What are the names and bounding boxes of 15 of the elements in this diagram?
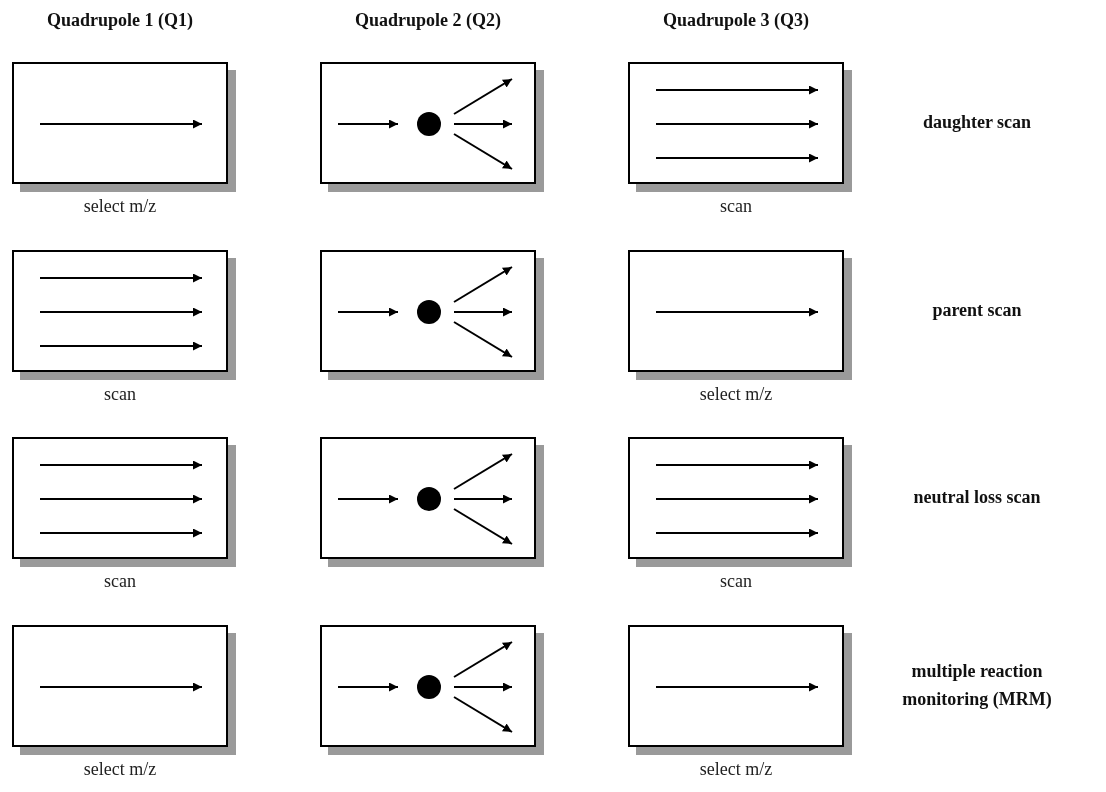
column-heading: Quadrupole 3 (Q3) (662, 10, 810, 31)
mode-caption: scan (103, 571, 137, 592)
scan-mode-label: parent scan (931, 299, 1023, 323)
column-heading: Quadrupole 1 (Q1) (46, 10, 194, 31)
column-heading: Quadrupole 2 (Q2) (354, 10, 502, 31)
mode-caption: select m/z (82, 196, 158, 217)
scan-mode-label: daughter scan (921, 111, 1033, 135)
mode-caption: scan (103, 384, 137, 405)
mode-caption: select m/z (82, 759, 158, 780)
scan-mode-label: neutral loss scan (912, 486, 1042, 510)
mode-caption: select m/z (698, 384, 774, 405)
mode-caption: select m/z (698, 759, 774, 780)
mode-caption: scan (719, 571, 753, 592)
mode-caption: scan (719, 196, 753, 217)
scan-mode-label: multiple reaction monitoring (MRM) (901, 660, 1053, 711)
